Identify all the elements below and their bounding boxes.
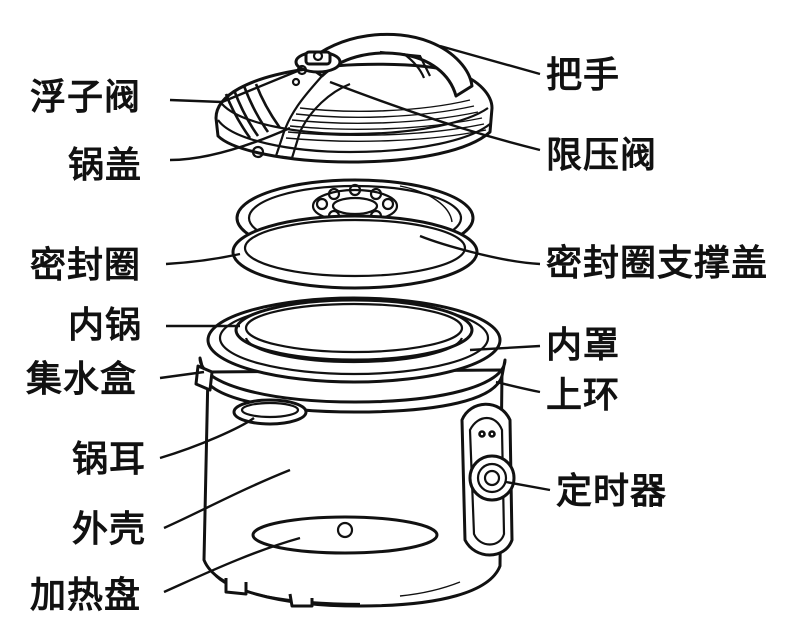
label-water-box: 集水盒 <box>26 359 138 400</box>
lid-handle <box>303 32 474 98</box>
label-shell: 外壳 <box>72 509 147 550</box>
label-handle: 把手 <box>546 55 621 96</box>
label-gasket: 密封圈 <box>30 245 142 286</box>
water-collection-box <box>194 364 214 392</box>
label-inner-cover: 内罩 <box>546 325 621 366</box>
label-timer: 定时器 <box>556 471 668 512</box>
label-heating-plate: 加热盘 <box>30 575 142 616</box>
label-float-valve: 浮子阀 <box>30 77 142 118</box>
leader-lines <box>159 44 551 594</box>
pot-body <box>194 296 516 608</box>
gasket-ring <box>231 214 479 290</box>
inner-pot <box>234 298 474 362</box>
lid-dome <box>214 62 494 164</box>
timer-knob <box>468 454 516 502</box>
label-upper-ring: 上环 <box>546 375 621 416</box>
label-pot-ear: 锅耳 <box>72 439 147 480</box>
lid-assembly <box>214 32 494 164</box>
label-lid: 锅盖 <box>68 145 143 186</box>
label-gasket-support: 密封圈支撑盖 <box>546 243 769 284</box>
label-inner-pot: 内锅 <box>68 305 143 346</box>
heating-plate-window <box>251 515 439 555</box>
label-pressure-valve: 限压阀 <box>546 135 658 176</box>
